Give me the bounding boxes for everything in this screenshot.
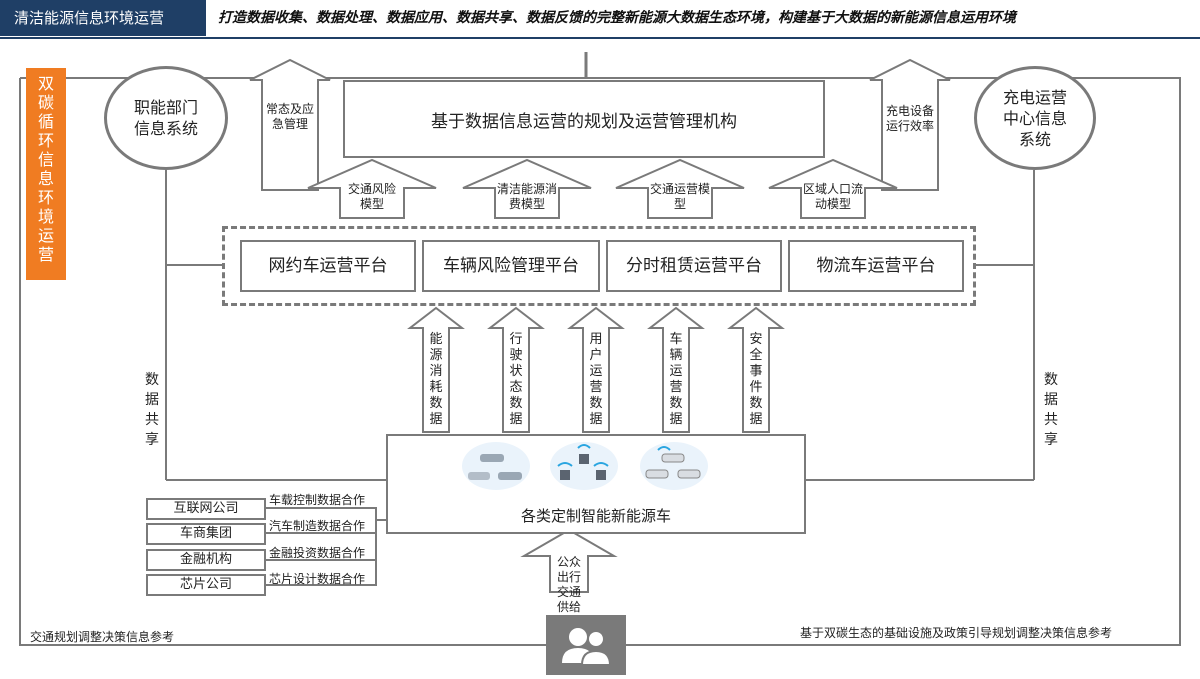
header-title-tab: 清洁能源信息环境运营 <box>0 0 206 36</box>
people-icon-box <box>546 615 626 675</box>
platform-box: 网约车运营平台 <box>240 240 416 292</box>
footer-right-text: 基于双碳生态的基础设施及政策引导规划调整决策信息参考 <box>800 626 1113 640</box>
partner-cooperation-label: 车载控制数据合作 <box>269 493 366 507</box>
header-divider <box>0 37 1200 39</box>
data-flow-label: 安全事件数据 <box>749 332 763 427</box>
header-slogan: 打造数据收集、数据处理、数据应用、数据共享、数据反馈的完整新能源大数据生态环境，… <box>218 10 1016 26</box>
left-arrow-label: 常态及应急管理 <box>265 102 314 131</box>
planning-management-box: 基于数据信息运营的规划及运营管理机构 <box>343 80 825 158</box>
partner-cooperation-label: 芯片设计数据合作 <box>269 572 366 586</box>
car-fleet-icon <box>462 442 530 490</box>
partner-cooperation-label: 汽车制造数据合作 <box>269 519 366 533</box>
partner-cooperation-label: 金融投资数据合作 <box>269 546 366 560</box>
footer-left-text: 交通规划调整决策信息参考 <box>30 630 175 644</box>
platform-box: 车辆风险管理平台 <box>422 240 600 292</box>
platform-box: 物流车运营平台 <box>788 240 964 292</box>
data-flow-label: 车辆运营数据 <box>669 332 683 427</box>
model-label: 交通运营模型 <box>650 182 711 211</box>
right-circle-charging-center: 充电运营中心信息系统 <box>974 66 1096 170</box>
left-data-share-label: 数据共享 <box>145 372 159 448</box>
platform-box: 分时租赁运营平台 <box>606 240 782 292</box>
model-label: 区域人口流动模型 <box>803 182 864 211</box>
public-transport-label: 公众出行交通供给 <box>556 555 581 614</box>
people-icon <box>562 628 612 666</box>
partner-box: 芯片公司 <box>146 574 266 596</box>
car-group-icon <box>640 442 708 490</box>
data-flow-label: 用户运营数据 <box>589 332 603 427</box>
partner-box: 互联网公司 <box>146 498 266 520</box>
data-flow-label: 行驶状态数据 <box>509 332 523 427</box>
data-flow-label: 能源消耗数据 <box>429 332 443 427</box>
partner-box: 车商集团 <box>146 523 266 545</box>
partner-box: 金融机构 <box>146 549 266 571</box>
left-circle-functional-dept: 职能部门信息系统 <box>104 66 228 170</box>
platform-group <box>222 226 976 306</box>
right-arrow-label: 充电设备运行效率 <box>885 104 934 133</box>
side-label: 双碳循环信息环境运营 <box>26 68 66 280</box>
vehicle-signal-icon <box>550 442 618 490</box>
right-data-share-label: 数据共享 <box>1044 372 1058 448</box>
model-label: 清洁能源消费模型 <box>496 182 557 211</box>
model-label: 交通风险模型 <box>347 182 396 211</box>
